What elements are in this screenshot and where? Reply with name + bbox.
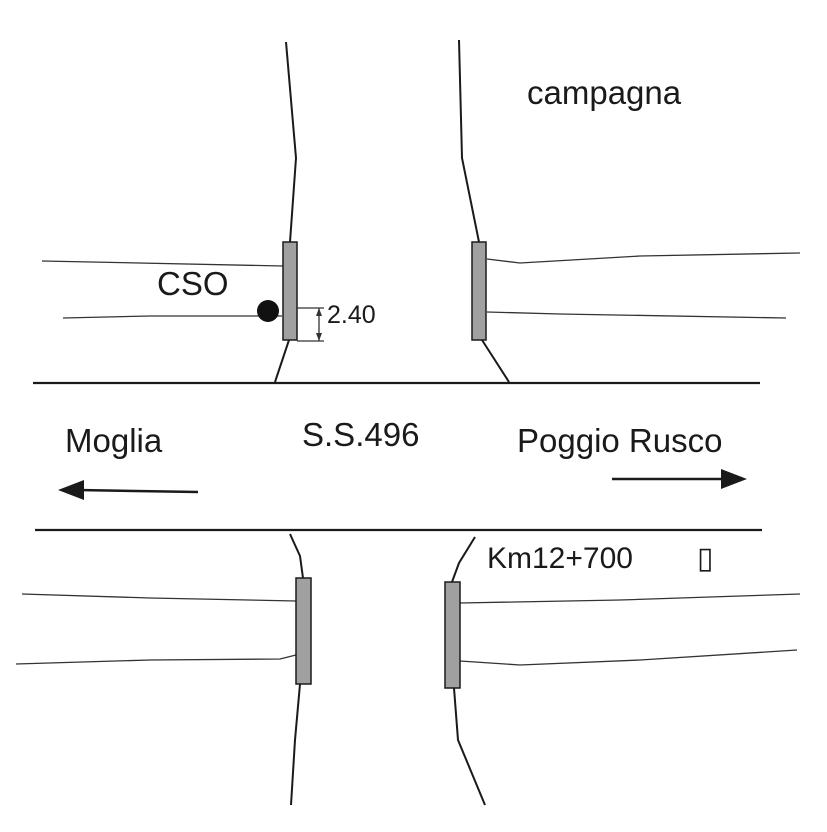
ditch-upper-right-2 — [486, 311, 787, 319]
cso-label: CSO — [157, 265, 229, 302]
channel-bank-lower-right-top — [451, 536, 476, 583]
right-arrow-icon — [612, 469, 747, 489]
channel-bank-lower-left — [290, 683, 301, 806]
moglia-label: Moglia — [65, 422, 163, 459]
culvert-upper-left — [282, 241, 298, 341]
channel-bank-upper-right — [458, 39, 480, 243]
channel-bank-lower-left-top — [289, 533, 304, 579]
ditch-lower-left-1 — [21, 593, 297, 602]
culvert-lower-right — [444, 581, 461, 689]
poggio-rusco-label: Poggio Rusco — [517, 422, 722, 459]
ditch-lower-right-1 — [459, 593, 801, 604]
ditch-upper-left-1 — [41, 260, 284, 267]
campagna-label: campagna — [527, 74, 682, 111]
dimension-label: 2.40 — [327, 301, 376, 329]
channel-bank-upper-right-lower — [481, 339, 510, 383]
ditch-lower-left-2 — [15, 654, 297, 665]
culvert-upper-right — [471, 241, 487, 341]
kilometer-symbol: ▯ — [697, 542, 714, 575]
ditch-lower-right-2 — [459, 649, 798, 666]
dimension-arrow-down-icon — [316, 333, 322, 341]
dimension-arrow-up-icon — [316, 308, 322, 316]
channel-bank-lower-right — [453, 687, 486, 806]
culvert-lower-left — [295, 577, 312, 685]
channel-bank-upper-left — [285, 41, 298, 243]
road-name-label: S.S.496 — [302, 416, 419, 453]
cso-marker-icon — [257, 300, 279, 322]
channel-bank-upper-left-lower — [274, 339, 290, 383]
ditch-upper-left-2 — [62, 315, 282, 319]
left-arrow-icon — [58, 480, 199, 500]
kilometer-label: Km12+700 — [487, 542, 633, 575]
ditch-upper-right-1 — [486, 252, 801, 264]
